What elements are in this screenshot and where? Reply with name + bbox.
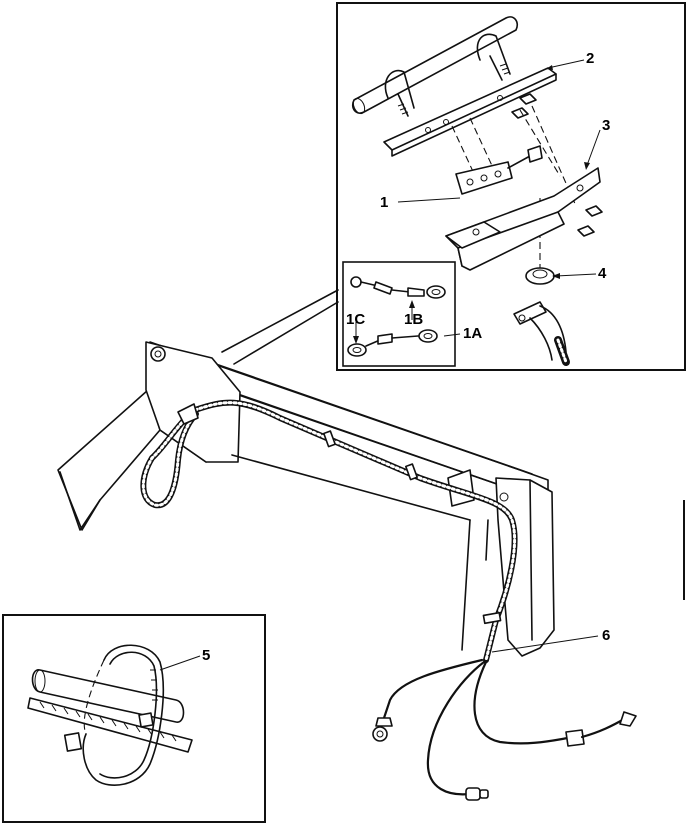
callout-2: 2	[586, 50, 594, 67]
callout-1b: 1B	[404, 311, 423, 328]
detail-inset-frame	[336, 2, 686, 371]
callout-labels: 1 2 3 4 1A 1B 1C 5 6	[202, 50, 610, 664]
inset-leader-lines	[221, 289, 339, 365]
clamp-detail-inset	[2, 614, 266, 823]
callout-1c: 1C	[346, 311, 365, 328]
pigtail-leads	[372, 658, 637, 801]
callout-3: 3	[602, 117, 610, 134]
callout-4: 4	[598, 265, 607, 282]
callout-leaders	[159, 59, 601, 671]
callout-6: 6	[602, 627, 610, 644]
wiring-harness-cable	[140, 399, 518, 663]
callout-5: 5	[202, 647, 210, 664]
callout-1a: 1A	[463, 325, 482, 342]
inset-contents	[342, 16, 603, 367]
callout-1: 1	[380, 194, 388, 211]
